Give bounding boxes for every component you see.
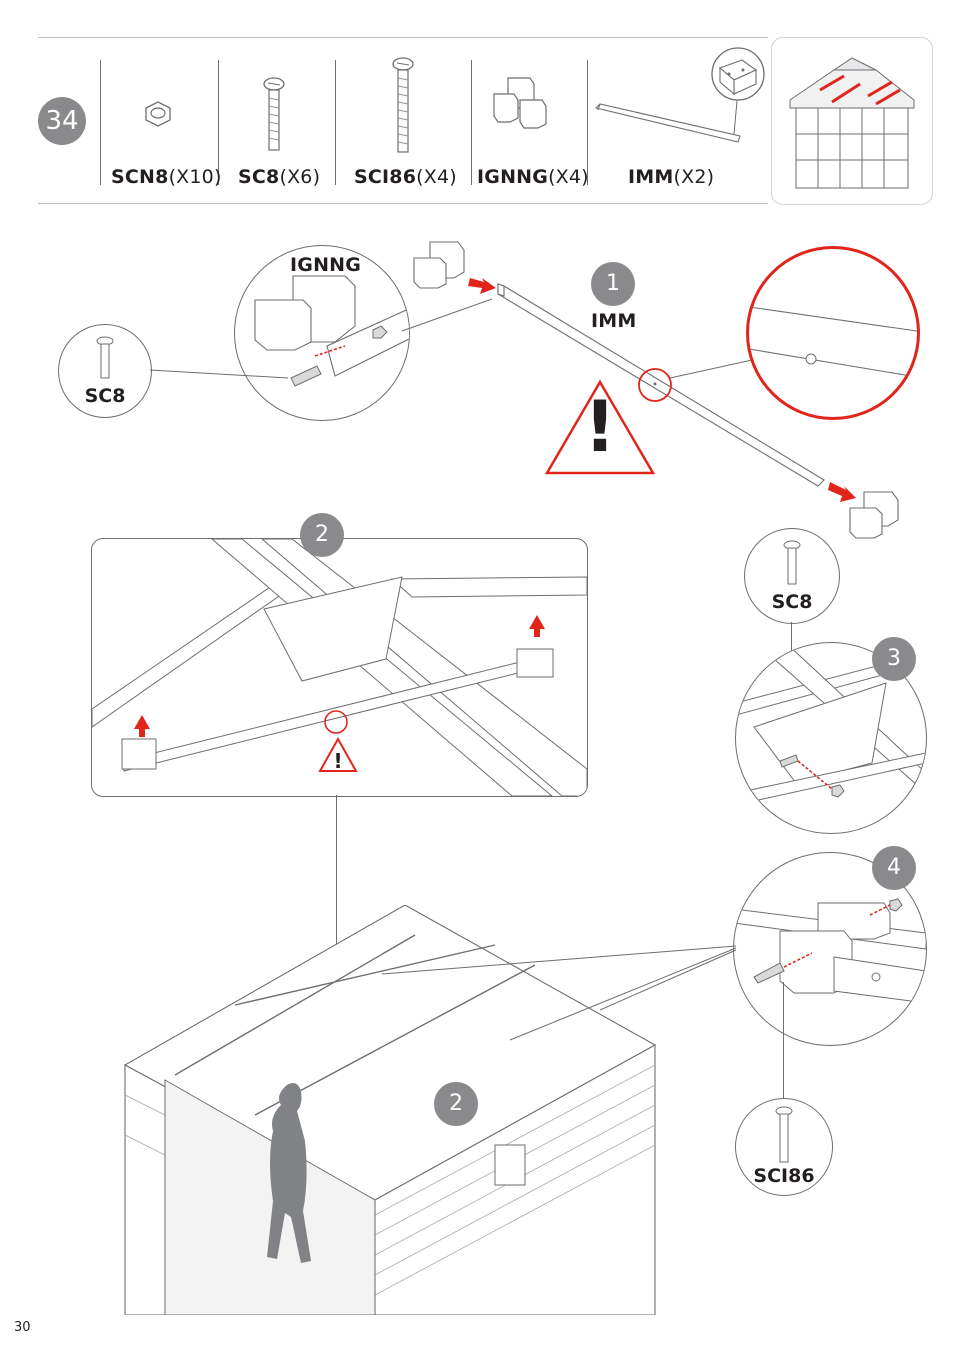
long-screw-icon <box>392 57 414 153</box>
sc8-callout-label: SC8 <box>771 591 813 613</box>
sci86-leader-line <box>783 982 784 1098</box>
part-label-scn8: SCN8(X10) <box>111 166 222 188</box>
sc8-callout-circle: SC8 <box>58 324 152 418</box>
parts-separator <box>587 60 588 185</box>
part-label-sci86: SCI86(X4) <box>354 166 457 188</box>
parts-separator <box>218 60 219 185</box>
bracket-right-icon <box>828 482 899 539</box>
bracket-left-icon <box>413 241 496 294</box>
substep-1-badge: 1 <box>591 262 635 306</box>
sc8-callout-label: SC8 <box>84 385 126 407</box>
substep-2-panel: ! <box>91 538 588 797</box>
part-label-ignng: IGNNG(X4) <box>477 166 589 188</box>
connector-bracket-icon <box>493 77 547 129</box>
warning-mark: ! <box>584 386 616 468</box>
part-label-imm: IMM(X2) <box>628 166 715 188</box>
warning-triangle-icon <box>544 379 656 475</box>
ignng-detail-circle <box>234 245 410 421</box>
part-label-sc8: SC8(X6) <box>238 166 321 188</box>
short-screw-icon <box>263 77 285 151</box>
parts-separator <box>471 60 472 185</box>
ignng-leader-line <box>401 298 493 332</box>
substep-2-overview-badge: 2 <box>434 1082 478 1126</box>
substep-3-detail-circle <box>735 642 927 834</box>
parts-separator <box>335 60 336 185</box>
svg-text:!: ! <box>333 749 342 773</box>
sci86-callout-circle: SCI86 <box>735 1098 833 1196</box>
metal-bar-icon <box>594 47 765 143</box>
overview-thumbnail <box>771 37 933 205</box>
step-number-badge: 34 <box>38 97 86 145</box>
hole-zoom-circle <box>746 246 920 420</box>
substep-2-badge: 2 <box>300 513 344 557</box>
substep-4-badge: 4 <box>872 846 916 890</box>
substep-3-badge: 3 <box>872 637 916 681</box>
panel-leader-line <box>336 795 337 1075</box>
sc8-callout-circle: SC8 <box>744 528 840 624</box>
ignng-callout-label: IGNNG <box>290 254 362 276</box>
sci86-callout-label: SCI86 <box>753 1165 815 1187</box>
shed-illustration <box>123 905 657 1315</box>
detail-leader-lines <box>381 945 737 1041</box>
imm-callout-label: IMM <box>591 310 637 332</box>
page-number: 30 <box>14 1320 31 1335</box>
parts-separator <box>100 60 101 185</box>
header-bottom-rule <box>38 203 768 204</box>
sc8-leader-line <box>150 369 289 379</box>
nut-icon <box>145 101 171 127</box>
header-top-rule <box>38 37 768 38</box>
imm-bar-drawing <box>497 283 825 487</box>
substep-4-detail-circle <box>733 852 927 1046</box>
